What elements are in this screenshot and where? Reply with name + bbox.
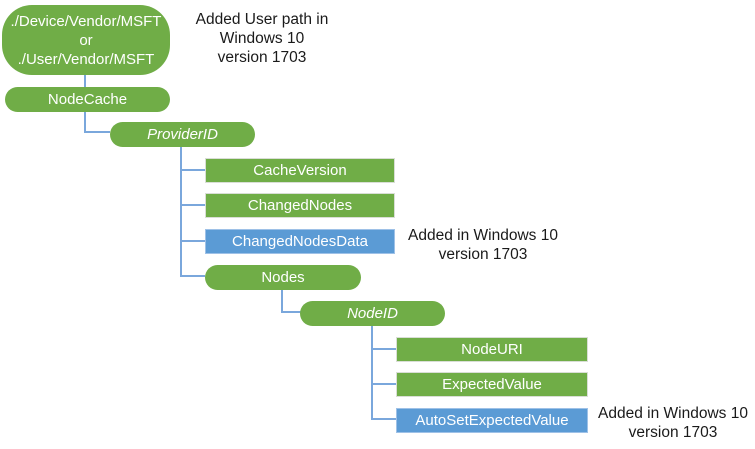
annotation-autosetexpectedvalue-line1: Added in Windows 10 xyxy=(598,405,748,422)
annotation-autosetexpectedvalue-line2: version 1703 xyxy=(628,424,718,441)
connector-providerid-trunk xyxy=(180,146,182,277)
node-changednodes: ChangedNodes xyxy=(205,193,395,218)
connector-nodecache-down xyxy=(84,111,86,133)
node-expectedvalue: ExpectedValue xyxy=(396,372,588,397)
connector-branch-changednodes xyxy=(180,204,205,206)
node-root-path: ./Device/Vendor/MSFT or ./User/Vendor/MS… xyxy=(2,5,170,75)
node-nodecache: NodeCache xyxy=(5,87,170,112)
connector-branch-cacheversion xyxy=(180,169,205,171)
connector-branch-expectedvalue xyxy=(371,383,397,385)
connector-branch-nodes xyxy=(180,275,205,277)
annotation-changednodesdata-line1: Added in Windows 10 xyxy=(408,227,558,244)
annotation-changednodesdata-line2: version 1703 xyxy=(438,246,528,263)
node-cacheversion: CacheVersion xyxy=(205,158,395,183)
node-providerid: ProviderID xyxy=(110,122,255,147)
connector-branch-nodeuri xyxy=(371,348,397,350)
connector-nodes-to-nodeid xyxy=(281,311,301,313)
root-path-user: ./User/Vendor/MSFT xyxy=(17,50,155,68)
connector-nodecache-to-providerid xyxy=(84,131,110,133)
annotation-user-path-line1: Added User path in xyxy=(195,11,329,28)
connector-root-to-nodecache xyxy=(84,75,86,88)
annotation-user-path-line2: Windows 10 xyxy=(219,30,305,47)
node-changednodesdata: ChangedNodesData xyxy=(205,229,395,254)
root-path-or: or xyxy=(79,31,93,49)
annotation-autosetexpectedvalue-added: Added in Windows 10 version 1703 xyxy=(595,404,751,442)
connector-nodeid-trunk xyxy=(371,326,373,420)
annotation-changednodesdata-added: Added in Windows 10 version 1703 xyxy=(400,226,566,264)
connector-nodes-down xyxy=(281,290,283,313)
node-nodes: Nodes xyxy=(205,265,361,290)
annotation-user-path-line3: version 1703 xyxy=(217,49,307,66)
connector-branch-autosetexpectedvalue xyxy=(371,418,397,420)
annotation-user-path: Added User path in Windows 10 version 17… xyxy=(172,10,352,67)
node-nodeid: NodeID xyxy=(300,301,445,326)
node-nodeuri: NodeURI xyxy=(396,337,588,362)
root-path-device: ./Device/Vendor/MSFT xyxy=(10,12,162,30)
connector-branch-changednodesdata xyxy=(180,240,205,242)
node-autosetexpectedvalue: AutoSetExpectedValue xyxy=(396,408,588,433)
